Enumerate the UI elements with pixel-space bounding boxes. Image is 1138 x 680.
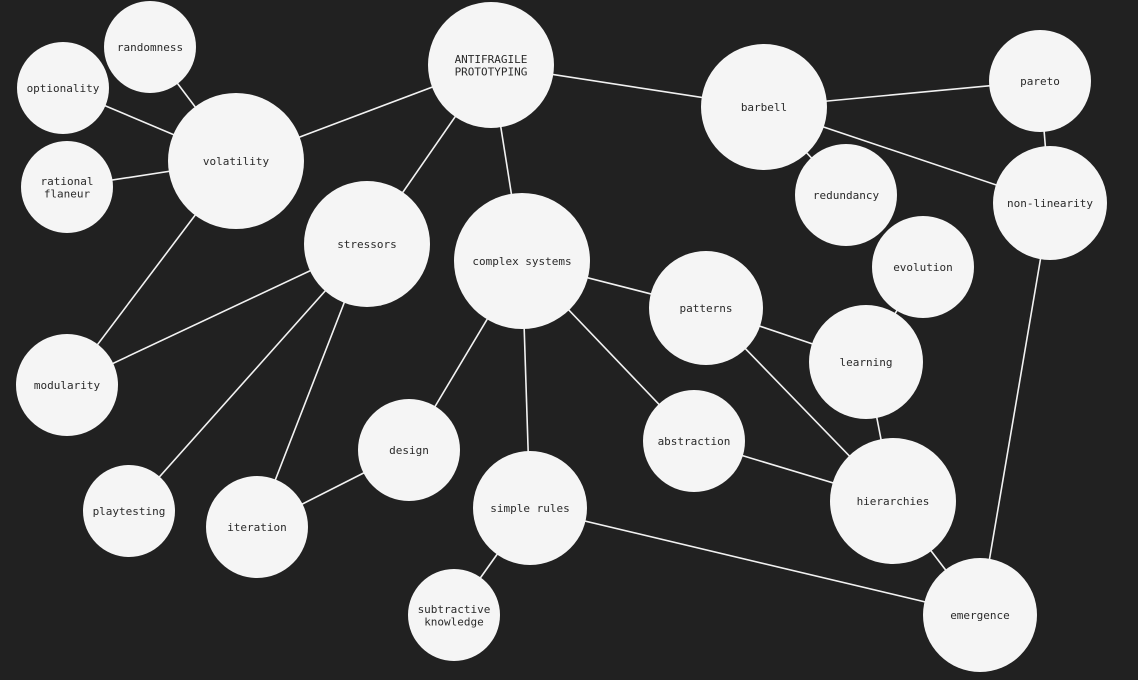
node-circle[interactable] bbox=[872, 216, 974, 318]
node-circle[interactable] bbox=[428, 2, 554, 128]
node-circle[interactable] bbox=[473, 451, 587, 565]
node-patterns[interactable]: patterns bbox=[649, 251, 763, 365]
node-circle[interactable] bbox=[830, 438, 956, 564]
node-circle[interactable] bbox=[643, 390, 745, 492]
node-hierarchies[interactable]: hierarchies bbox=[830, 438, 956, 564]
node-stressors[interactable]: stressors bbox=[304, 181, 430, 307]
node-circle[interactable] bbox=[104, 1, 196, 93]
node-circle[interactable] bbox=[809, 305, 923, 419]
node-learning[interactable]: learning bbox=[809, 305, 923, 419]
edge-non-linearity-emergence bbox=[979, 202, 1051, 616]
node-design[interactable]: design bbox=[358, 399, 460, 501]
node-circle[interactable] bbox=[989, 30, 1091, 132]
node-circle[interactable] bbox=[993, 146, 1107, 260]
node-playtesting[interactable]: playtesting bbox=[83, 465, 175, 557]
node-circle[interactable] bbox=[649, 251, 763, 365]
node-circle[interactable] bbox=[206, 476, 308, 578]
node-modularity[interactable]: modularity bbox=[16, 334, 118, 436]
node-circle[interactable] bbox=[16, 334, 118, 436]
node-circle[interactable] bbox=[701, 44, 827, 170]
node-circle[interactable] bbox=[408, 569, 500, 661]
node-complex-systems[interactable]: complex systems bbox=[454, 193, 590, 329]
node-circle[interactable] bbox=[21, 141, 113, 233]
node-circle[interactable] bbox=[168, 93, 304, 229]
node-emergence[interactable]: emergence bbox=[923, 558, 1037, 672]
node-pareto[interactable]: pareto bbox=[989, 30, 1091, 132]
node-circle[interactable] bbox=[923, 558, 1037, 672]
node-randomness[interactable]: randomness bbox=[104, 1, 196, 93]
node-circle[interactable] bbox=[454, 193, 590, 329]
edge-simple-rules-emergence bbox=[529, 507, 981, 616]
node-iteration[interactable]: iteration bbox=[206, 476, 308, 578]
node-evolution[interactable]: evolution bbox=[872, 216, 974, 318]
node-simple-rules[interactable]: simple rules bbox=[473, 451, 587, 565]
node-non-linearity[interactable]: non-linearity bbox=[993, 146, 1107, 260]
node-redundancy[interactable]: redundancy bbox=[795, 144, 897, 246]
node-barbell[interactable]: barbell bbox=[701, 44, 827, 170]
node-circle[interactable] bbox=[304, 181, 430, 307]
node-circle[interactable] bbox=[358, 399, 460, 501]
node-optionality[interactable]: optionality bbox=[17, 42, 109, 134]
node-volatility[interactable]: volatility bbox=[168, 93, 304, 229]
node-abstraction[interactable]: abstraction bbox=[643, 390, 745, 492]
node-circle[interactable] bbox=[17, 42, 109, 134]
node-circle[interactable] bbox=[795, 144, 897, 246]
node-circle[interactable] bbox=[83, 465, 175, 557]
